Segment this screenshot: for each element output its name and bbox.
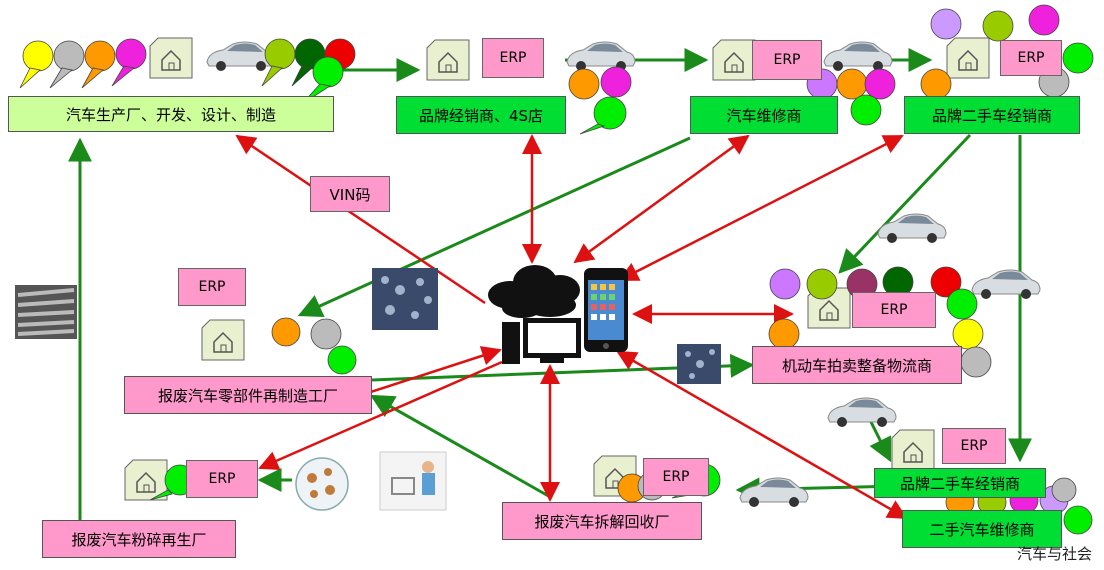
erp-tag-dealer: ERP bbox=[482, 38, 544, 78]
node-auction-logistics: 机动车拍卖整备物流商 bbox=[752, 346, 962, 384]
vin-code-label: VIN码 bbox=[310, 176, 390, 212]
parts-photo bbox=[677, 344, 721, 384]
erp-tag-repair: ERP bbox=[752, 40, 822, 80]
node-brand-dealer: 品牌经销商、4S店 bbox=[396, 96, 566, 134]
arrow-hub-manufacturer bbox=[235, 134, 486, 305]
node-dismantling: 报废汽车拆解回收厂 bbox=[502, 502, 702, 540]
central-hub bbox=[488, 265, 628, 364]
node-used-car-dealer-top: 品牌二手车经销商 bbox=[904, 96, 1080, 134]
worker-illustration bbox=[379, 451, 447, 511]
arrow-usedcar-to-auction bbox=[838, 133, 972, 274]
computer-icon bbox=[502, 318, 581, 364]
node-parts-remanufacture: 报废汽车零部件再制造工厂 bbox=[124, 376, 372, 414]
arrow-hub-repair bbox=[573, 134, 750, 264]
arrow-hub-usedcar bbox=[618, 134, 904, 282]
erp-tag-dismantle: ERP bbox=[643, 458, 709, 496]
erp-tag-usedcar-top: ERP bbox=[1000, 40, 1062, 76]
cloud-icon bbox=[488, 265, 580, 318]
watermark: 汽车与社会 bbox=[1016, 545, 1092, 563]
shredded-parts-illustration bbox=[295, 457, 349, 511]
erp-tag-usedcar-bottom: ERP bbox=[942, 428, 1006, 464]
erp-tag-shredder: ERP bbox=[186, 460, 258, 498]
arrow-hub-shredder bbox=[258, 360, 503, 470]
scrap-metal-photo bbox=[15, 285, 77, 339]
erp-tag-parts: ERP bbox=[178, 268, 246, 306]
node-used-car-repair: 二手汽车维修商 bbox=[902, 510, 1062, 548]
node-manufacturer: 汽车生产厂、开发、设计、制造 bbox=[8, 96, 334, 132]
erp-tag-auction: ERP bbox=[852, 292, 936, 328]
node-shredding: 报废汽车粉碎再生厂 bbox=[42, 520, 236, 558]
parts-photo bbox=[372, 268, 438, 330]
smartphone-icon bbox=[584, 268, 628, 352]
arrow-dismantle-to-parts bbox=[369, 394, 553, 500]
arrow-hub-usedrepair bbox=[616, 350, 908, 520]
node-used-car-dealer-bottom: 品牌二手车经销商 bbox=[874, 468, 1046, 498]
node-repair-shop: 汽车维修商 bbox=[690, 96, 838, 134]
red-data-arrows bbox=[235, 134, 908, 520]
